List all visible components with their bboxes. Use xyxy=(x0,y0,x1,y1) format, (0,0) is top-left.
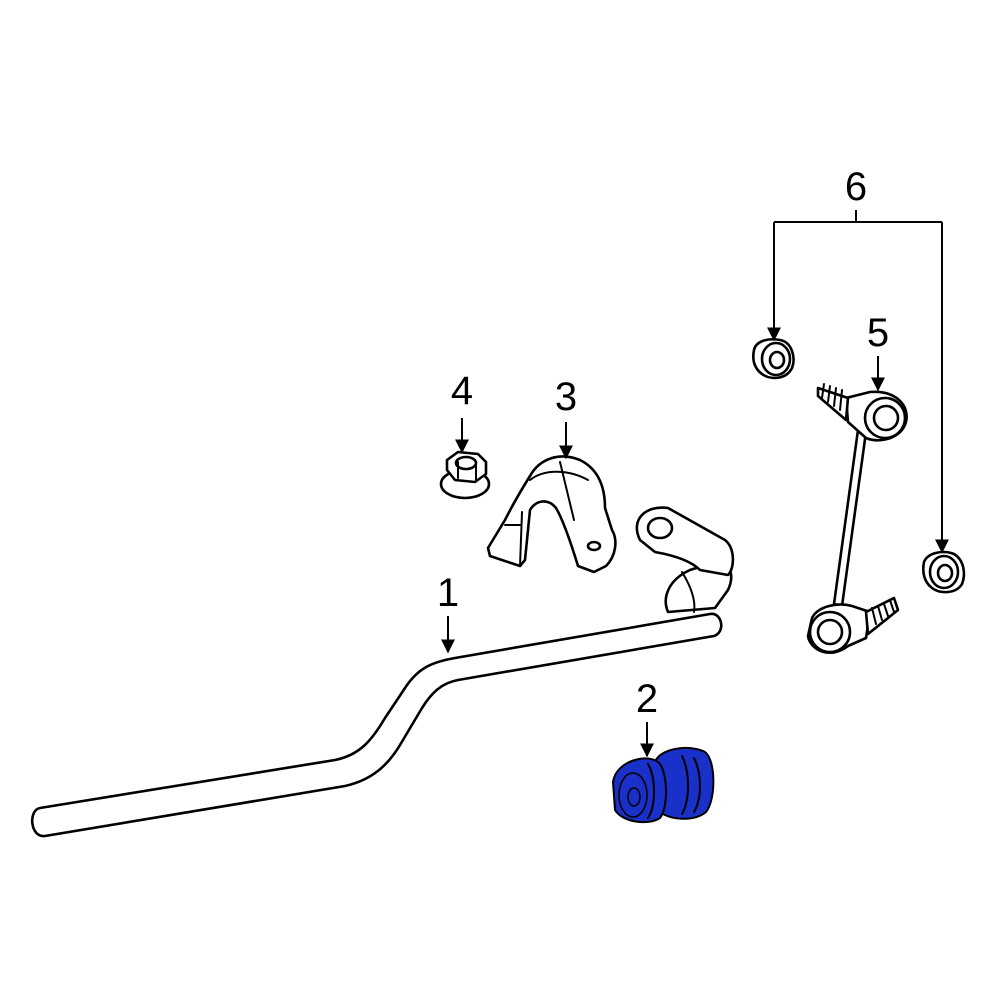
flange-nut[interactable] xyxy=(439,450,491,500)
link-nut-lower[interactable] xyxy=(921,550,966,594)
leader-6-bracket xyxy=(774,210,942,223)
callout-6: 6 xyxy=(845,165,867,209)
callout-4: 4 xyxy=(451,369,473,413)
callout-1: 1 xyxy=(437,571,459,615)
link-nut-upper[interactable] xyxy=(751,338,795,380)
callout-2: 2 xyxy=(636,677,658,721)
stabilizer-bar[interactable] xyxy=(31,506,735,838)
bushing-bracket[interactable] xyxy=(486,455,617,574)
callout-3: 3 xyxy=(555,375,577,419)
callout-5: 5 xyxy=(867,311,889,355)
stabilizer-bushing[interactable] xyxy=(611,746,715,824)
stabilizer-link[interactable] xyxy=(806,383,908,654)
leader-lines xyxy=(441,210,949,758)
